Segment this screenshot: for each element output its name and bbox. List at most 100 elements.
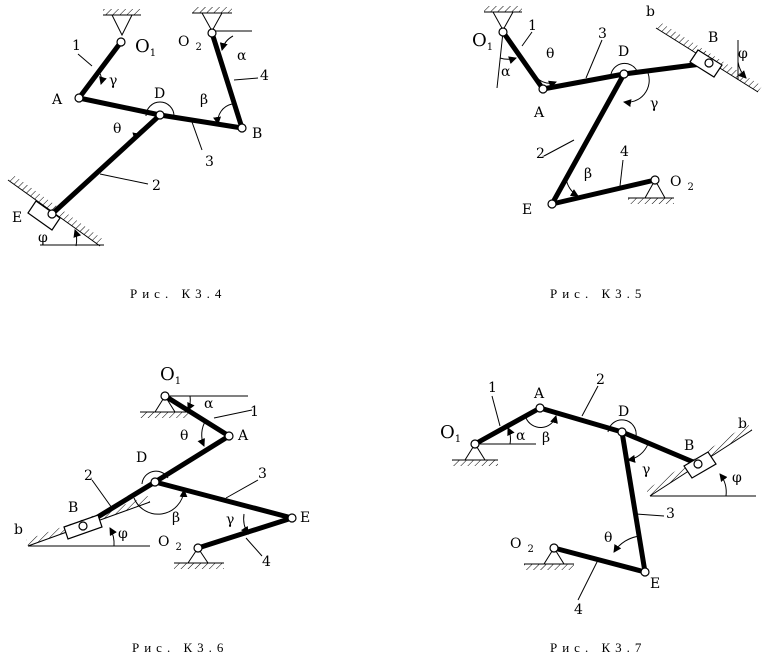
support-o2 [174, 547, 224, 569]
label-link-3: 3 [205, 154, 214, 170]
label-d: D [154, 86, 165, 102]
link-db [619, 429, 701, 467]
label-alpha: α [237, 48, 247, 64]
label-link-3: 3 [666, 506, 675, 522]
label-phi: φ [118, 526, 128, 542]
label-phi: φ [38, 230, 48, 246]
support-o1 [103, 9, 141, 37]
label-link-4: 4 [262, 554, 271, 570]
label-theta: θ [113, 121, 121, 137]
caption-k3-4: Рис. К3.4 [130, 286, 226, 301]
link-3-db [157, 112, 245, 131]
label-o1: O1 [135, 36, 156, 59]
label-e: E [12, 210, 22, 226]
label-e: E [300, 510, 310, 526]
support-o2 [192, 7, 252, 33]
label-link-4: 4 [260, 68, 269, 84]
label-link-2: 2 [536, 146, 545, 162]
link-4-e-o2 [549, 177, 658, 207]
label-b: B [708, 30, 718, 46]
label-phi: φ [738, 46, 748, 62]
label-a: A [533, 386, 545, 402]
label-b-line: b [14, 522, 23, 538]
caption-k3-5: Рис. К3.5 [550, 286, 646, 301]
label-link-2: 2 [84, 468, 93, 484]
label-link-1: 1 [72, 38, 81, 54]
label-d: D [618, 44, 629, 60]
label-link-3: 3 [598, 26, 607, 42]
label-link-3: 3 [258, 466, 267, 482]
label-link-1: 1 [488, 380, 497, 396]
label-b-line: b [738, 416, 747, 432]
label-b: B [68, 500, 78, 516]
label-e: E [522, 202, 532, 218]
label-theta: θ [180, 428, 188, 444]
link-3-de [152, 479, 295, 521]
label-gamma: γ [109, 73, 117, 89]
support-o2 [628, 178, 674, 204]
label-link-2: 2 [596, 372, 605, 388]
link-ad [152, 433, 232, 485]
label-alpha: α [501, 64, 511, 80]
label-b: B [684, 438, 694, 454]
label-beta: β [584, 166, 592, 182]
link-1-o1-a [162, 393, 232, 439]
label-b: B [252, 126, 262, 142]
label-phi: φ [732, 470, 742, 486]
link-4-o2-b [209, 30, 245, 131]
link-3-ad [540, 71, 627, 92]
caption-k3-7: Рис. К3.7 [550, 640, 646, 655]
link-2-de [549, 71, 627, 207]
label-link-1: 1 [250, 404, 259, 420]
label-a: A [533, 105, 545, 121]
label-beta: β [172, 510, 180, 526]
support-o2 [524, 547, 574, 570]
label-gamma: γ [226, 512, 234, 528]
link-1-o1-a [472, 405, 543, 447]
link-2-de [49, 112, 163, 217]
caption-k3-6: Рис. К3.6 [132, 640, 228, 655]
label-d: D [136, 450, 147, 466]
label-gamma: γ [650, 96, 658, 112]
link-ad [76, 95, 163, 118]
link-4-e-o2 [195, 515, 295, 551]
label-link-4: 4 [574, 602, 583, 618]
link-3-de [619, 429, 648, 575]
link-1-o1-a [76, 39, 124, 101]
label-o1: O1 [440, 422, 461, 445]
label-theta: θ [604, 530, 612, 546]
link-2-ad [537, 405, 625, 435]
label-link-1: 1 [528, 18, 537, 34]
label-link-4: 4 [620, 144, 629, 160]
label-gamma: γ [642, 462, 650, 478]
label-link-2: 2 [152, 178, 161, 194]
slider-b [26, 496, 151, 547]
label-a: A [237, 428, 249, 444]
support-o1 [452, 443, 536, 466]
label-a: A [51, 92, 63, 108]
label-beta: β [542, 430, 550, 446]
label-d: D [618, 404, 629, 420]
support-o1 [484, 6, 522, 89]
label-e: E [650, 576, 660, 592]
link-4-o2-e [551, 545, 648, 575]
label-alpha: α [516, 428, 526, 444]
support-o1 [140, 395, 248, 418]
label-o1: O1 [160, 364, 181, 387]
label-b-line: b [646, 4, 655, 20]
label-alpha: α [204, 396, 214, 412]
label-o1: O1 [472, 30, 493, 53]
label-theta: θ [546, 46, 554, 62]
label-beta: β [200, 92, 208, 108]
link-1-o1-a [500, 29, 546, 92]
slider-e [7, 174, 104, 247]
